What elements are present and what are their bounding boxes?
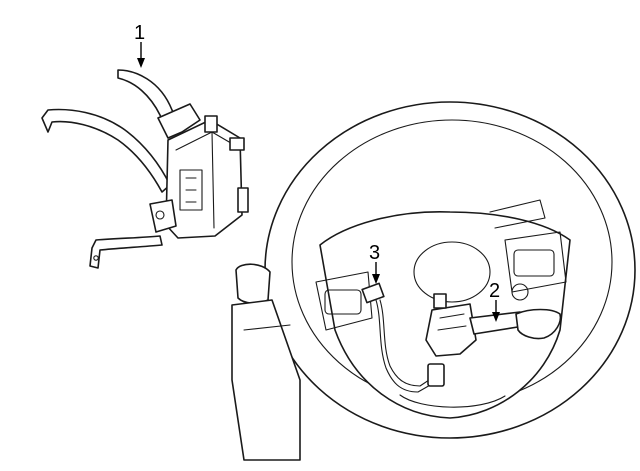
callout-label-1: 1 (134, 22, 145, 44)
wiring-harness-part-3: 3 (361, 242, 445, 393)
cruise-control-switch-part-2: 2 (425, 280, 562, 357)
callout-label-2: 2 (489, 280, 500, 302)
steering-wheel (231, 101, 636, 461)
combination-switch-assembly: 1 (41, 22, 249, 269)
callout-label-3: 3 (369, 242, 380, 264)
